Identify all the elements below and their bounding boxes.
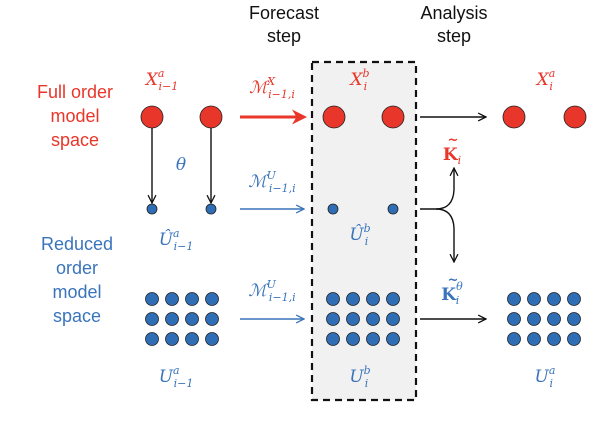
reduced-order-label-line4: space [53,306,101,326]
reduced-state-node [346,292,360,306]
full-state-node [502,105,526,129]
projected-state-node [205,203,217,215]
reduced-state-node [507,332,521,346]
reduced-state-node [567,292,581,306]
reduced-state-node [205,292,219,306]
projected-state-node [387,203,399,215]
forecast-header-line2: step [267,26,301,46]
reduced-analysis-grid [507,292,581,346]
full-state-node [199,105,223,129]
full-order-label-line1: Full order [37,82,113,102]
reduced-state-node [567,332,581,346]
projected-background-states [327,203,399,215]
full-state-node [322,105,346,129]
reduced-background-grid [326,292,400,346]
reduced-state-node [145,312,159,326]
reduced-order-label-line3: model [52,282,101,302]
full-order-analysis-states [502,105,587,129]
reduced-state-node [326,292,340,306]
svg-text:Kθi: Kθi [441,280,463,307]
forecast-header-line1: Forecast [249,3,319,23]
arrow-to-gain-full [420,168,454,210]
analysis-header-line2: step [437,26,471,46]
reduced-state-node [547,292,561,306]
reduced-state-node [346,332,360,346]
reduced-state-node [527,332,541,346]
projected-prev-analysis-states [146,203,217,215]
full-order-label-line3: space [51,130,99,150]
reduced-state-node [527,292,541,306]
reduced-state-node [205,312,219,326]
reduced-state-node [326,312,340,326]
reduced-state-node [346,312,360,326]
reduced-state-node [386,292,400,306]
reduced-state-node [205,332,219,346]
full-state-node [140,105,164,129]
reduced-state-node [547,312,561,326]
reduced-state-node [366,312,380,326]
full-order-background-states [322,105,405,129]
projected-state-node [327,203,339,215]
reduced-state-node [366,292,380,306]
label-gain-full: ~ Ki [443,133,461,167]
svg-text:~: ~ [448,133,459,148]
reduced-state-node [527,312,541,326]
reduced-state-node [165,292,179,306]
reduced-state-node [366,332,380,346]
reduced-state-node [145,332,159,346]
reduced-state-node [507,292,521,306]
svg-text:Ki: Ki [443,145,461,167]
reduced-state-node [386,312,400,326]
full-order-prev-analysis-states [140,105,223,129]
reduced-state-node [165,332,179,346]
reduced-state-node [165,312,179,326]
reduced-order-label-line2: order [56,258,98,278]
full-order-label-line2: model [50,106,99,126]
reduced-state-node [145,292,159,306]
full-state-node [381,105,405,129]
reduced-state-node [507,312,521,326]
reduced-prev-analysis-grid [145,292,219,346]
svg-text:~: ~ [448,273,459,288]
reduced-state-node [547,332,561,346]
projected-state-node [146,203,158,215]
reduced-state-node [386,332,400,346]
label-theta: θ [176,155,186,175]
reduced-state-node [567,312,581,326]
reduced-state-node [326,332,340,346]
reduced-state-node [185,332,199,346]
reduced-state-node [185,312,199,326]
full-state-node [563,105,587,129]
analysis-header-line1: Analysis [420,3,487,23]
reduced-state-node [185,292,199,306]
reduced-order-label-line1: Reduced [41,234,113,254]
arrow-to-gain-reduced [435,208,454,262]
